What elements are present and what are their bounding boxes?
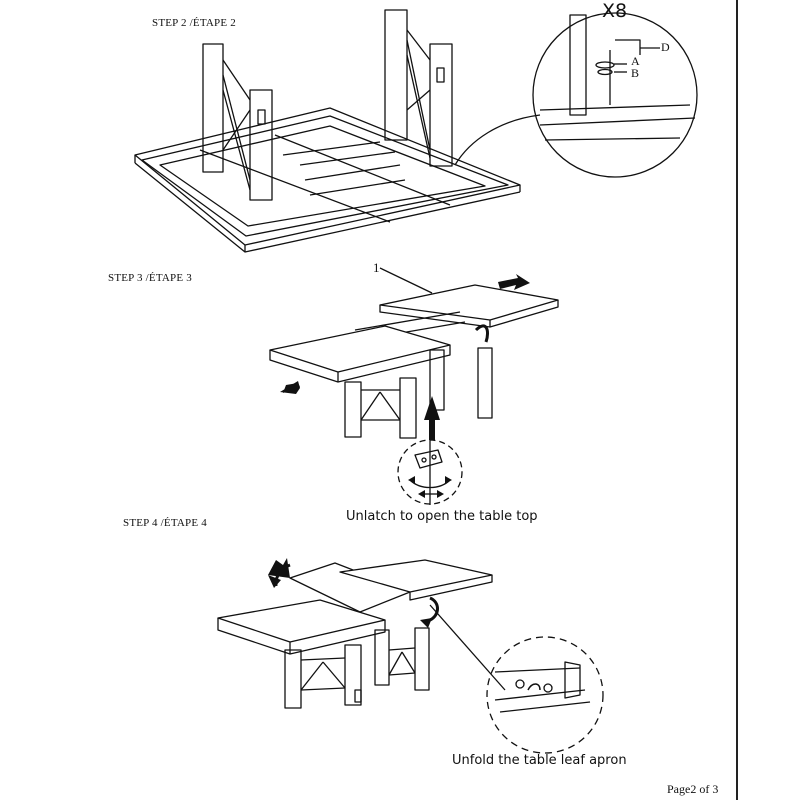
part-b-label: B (631, 66, 640, 80)
arrow-fold-down (268, 558, 290, 578)
arrow-right (498, 274, 530, 290)
step-4-title: STEP 4 /ÉTAPE 4 (123, 517, 207, 529)
part-a-label: A (631, 54, 640, 68)
part-d-label: D (661, 40, 670, 54)
step-3-caption: Unlatch to open the table top (346, 509, 538, 524)
page-right-border (736, 0, 738, 800)
callout-number-1: 1 (373, 260, 380, 275)
step-3-title: STEP 3 /ÉTAPE 3 (108, 272, 192, 284)
arrow-unfold-apron (420, 618, 432, 628)
arrow-up (424, 396, 440, 440)
step-2-title: STEP 2 /ÉTAPE 2 (152, 17, 236, 29)
quantity-label: X8 (602, 0, 628, 22)
step-4-caption: Unfold the table leaf apron (452, 753, 627, 768)
page-number: Page2 of 3 (667, 782, 719, 796)
